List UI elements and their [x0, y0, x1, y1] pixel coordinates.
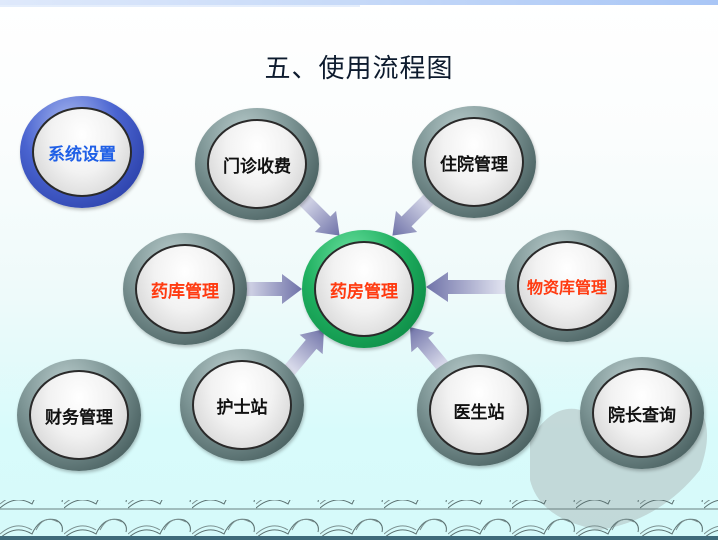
node-finance[interactable]: 财务管理 — [17, 359, 141, 471]
node-label: 医生站 — [453, 402, 505, 423]
top-accent-line — [0, 5, 360, 7]
node-label: 门诊收费 — [223, 156, 291, 177]
node-label: 院长查询 — [608, 405, 676, 426]
node-label: 财务管理 — [45, 407, 113, 428]
node-nurse-station[interactable]: 护士站 — [180, 349, 304, 461]
wave-border — [0, 500, 718, 536]
arrows — [238, 191, 506, 377]
node-label: 药库管理 — [151, 281, 219, 302]
top-accent-bar — [0, 0, 718, 5]
node-label: 系统设置 — [48, 144, 116, 165]
arrow-doctor-to-pharmacy — [410, 327, 452, 375]
node-system-settings[interactable]: 系统设置 — [20, 96, 144, 208]
node-label: 物资库管理 — [526, 278, 607, 297]
bottom-bar — [0, 536, 718, 540]
arrow-materials-to-pharmacy — [426, 272, 506, 302]
node-drug-warehouse[interactable]: 药库管理 — [123, 233, 247, 345]
arrow-nurse-to-pharmacy — [282, 329, 324, 377]
node-label: 护士站 — [216, 397, 268, 418]
node-label: 药房管理 — [330, 281, 398, 302]
node-inpatient-management[interactable]: 住院管理 — [412, 106, 536, 218]
node-director-query[interactable]: 院长查询 — [580, 357, 704, 469]
node-pharmacy[interactable]: 药房管理 — [302, 230, 426, 348]
node-materials-warehouse[interactable]: 物资库管理 — [505, 230, 629, 342]
arrow-drugwarehouse-to-pharmacy — [238, 274, 302, 304]
node-label: 住院管理 — [440, 154, 508, 175]
node-doctor-station[interactable]: 医生站 — [417, 354, 541, 466]
arrow-inpatient-to-pharmacy — [392, 191, 437, 236]
arrow-outpatient-to-pharmacy — [295, 191, 340, 236]
slide-title: 五、使用流程图 — [264, 54, 454, 84]
node-outpatient-billing[interactable]: 门诊收费 — [195, 108, 319, 220]
